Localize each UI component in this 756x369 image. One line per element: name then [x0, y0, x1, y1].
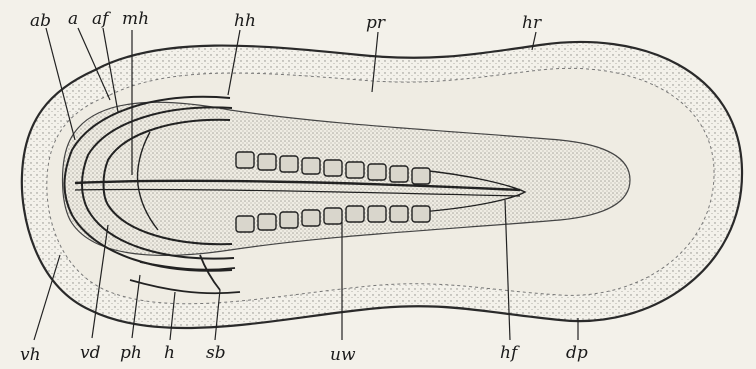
label-pr: pr — [366, 13, 386, 33]
label-hf: hf — [500, 343, 520, 363]
label-ab: ab — [30, 11, 51, 31]
label-hh: hh — [234, 11, 256, 31]
label-dp: dp — [566, 343, 588, 363]
label-hr: hr — [522, 13, 542, 33]
label-af: af — [92, 9, 111, 29]
label-vd: vd — [80, 343, 101, 363]
label-a: a — [68, 9, 78, 29]
label-sb: sb — [206, 343, 226, 363]
label-uw: uw — [330, 345, 356, 365]
label-ph: ph — [120, 343, 142, 363]
label-h: h — [164, 343, 175, 363]
label-vh: vh — [20, 345, 41, 365]
label-mh: mh — [122, 9, 149, 29]
